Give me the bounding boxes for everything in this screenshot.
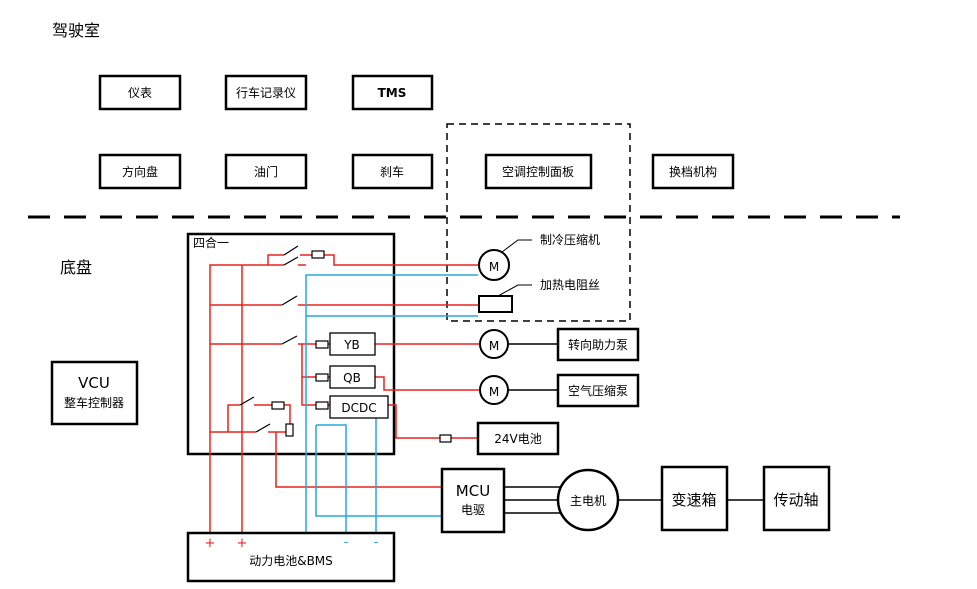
ac-panel-box: 空调控制面板 (484, 153, 593, 190)
throttle-label: 油门 (254, 164, 278, 179)
ac-compressor-label: 制冷压缩机 (540, 232, 600, 247)
throttle-box: 油门 (224, 153, 308, 190)
brake-label: 刹车 (380, 164, 404, 179)
heater-element (478, 295, 513, 313)
air-compressor-motor: M (479, 375, 509, 405)
steering-wheel-label: 方向盘 (122, 164, 158, 179)
drive-shaft-label: 传动轴 (773, 491, 818, 509)
air-compressor-motor-symbol: M (489, 385, 499, 399)
heater-leader (497, 284, 532, 297)
switch-contacts (239, 245, 299, 433)
steering-pump-label: 转向助力泵 (568, 337, 628, 352)
qb-box: QB (329, 365, 376, 389)
instrument-box: 仪表 (98, 74, 182, 111)
power-battery-box: 动力电池&BMS (186, 531, 396, 583)
recorder-label: 行车记录仪 (236, 85, 296, 100)
instrument-label: 仪表 (128, 86, 152, 100)
ac-compressor-motor: M (478, 249, 510, 281)
dcdc-label: DCDC (341, 401, 376, 415)
mcu-label: MCU (456, 482, 490, 500)
ac-system-boundary (446, 123, 631, 322)
control-wiring (305, 274, 478, 540)
gear-shift-label: 换档机构 (669, 164, 717, 179)
steering-wheel-box: 方向盘 (98, 153, 182, 190)
power-wiring (209, 254, 480, 536)
yb-box: YB (329, 332, 376, 356)
drive-shaft-box: 传动轴 (762, 465, 831, 532)
vcu-label: VCU (78, 374, 110, 392)
steering-pump-box: 转向助力泵 (556, 327, 640, 362)
vcu-box: VCU 整车控制器 (50, 360, 139, 426)
fuses (271, 250, 452, 443)
gear-shift-box: 换档机构 (651, 153, 735, 190)
yb-label: YB (343, 338, 360, 352)
battery-24v-box: 24V电池 (476, 421, 560, 456)
vcu-sub-label: 整车控制器 (64, 395, 124, 410)
steering-pump-motor-symbol: M (489, 339, 499, 353)
mcu-sub-label: 电驱 (461, 503, 485, 517)
qb-label: QB (343, 371, 361, 385)
main-motor-label: 主电机 (570, 494, 606, 508)
chassis-section-label: 底盘 (60, 258, 92, 277)
main-motor: 主电机 (556, 468, 620, 532)
tms-label: TMS (378, 86, 407, 100)
power-battery-label: 动力电池&BMS (249, 554, 333, 568)
air-compressor-label: 空气压缩泵 (568, 383, 628, 398)
battery-24v-label: 24V电池 (494, 432, 541, 446)
gearbox-box: 变速箱 (660, 465, 729, 532)
battery-minus-1: - (344, 535, 349, 550)
heater-label: 加热电阻丝 (540, 278, 600, 292)
cab-section-label: 驾驶室 (52, 21, 100, 40)
battery-minus-2: - (374, 535, 379, 550)
gearbox-label: 变速箱 (671, 491, 716, 509)
mcu-box: MCU 电驱 (440, 467, 506, 534)
ac-panel-label: 空调控制面板 (502, 165, 574, 179)
brake-box: 刹车 (351, 153, 434, 190)
battery-plus-2: + (237, 536, 248, 551)
air-compressor-box: 空气压缩泵 (556, 373, 640, 408)
tms-box: TMS (351, 74, 434, 111)
dcdc-box: DCDC (329, 395, 389, 419)
ac-compressor-leader (501, 239, 532, 253)
four-in-one-title: 四合一 (193, 235, 229, 250)
recorder-box: 行车记录仪 (224, 74, 308, 111)
battery-plus-1: + (205, 536, 216, 551)
ac-compressor-motor-symbol: M (489, 260, 499, 274)
steering-pump-motor: M (479, 329, 509, 359)
mcu-motor-phase-lines (504, 486, 560, 514)
